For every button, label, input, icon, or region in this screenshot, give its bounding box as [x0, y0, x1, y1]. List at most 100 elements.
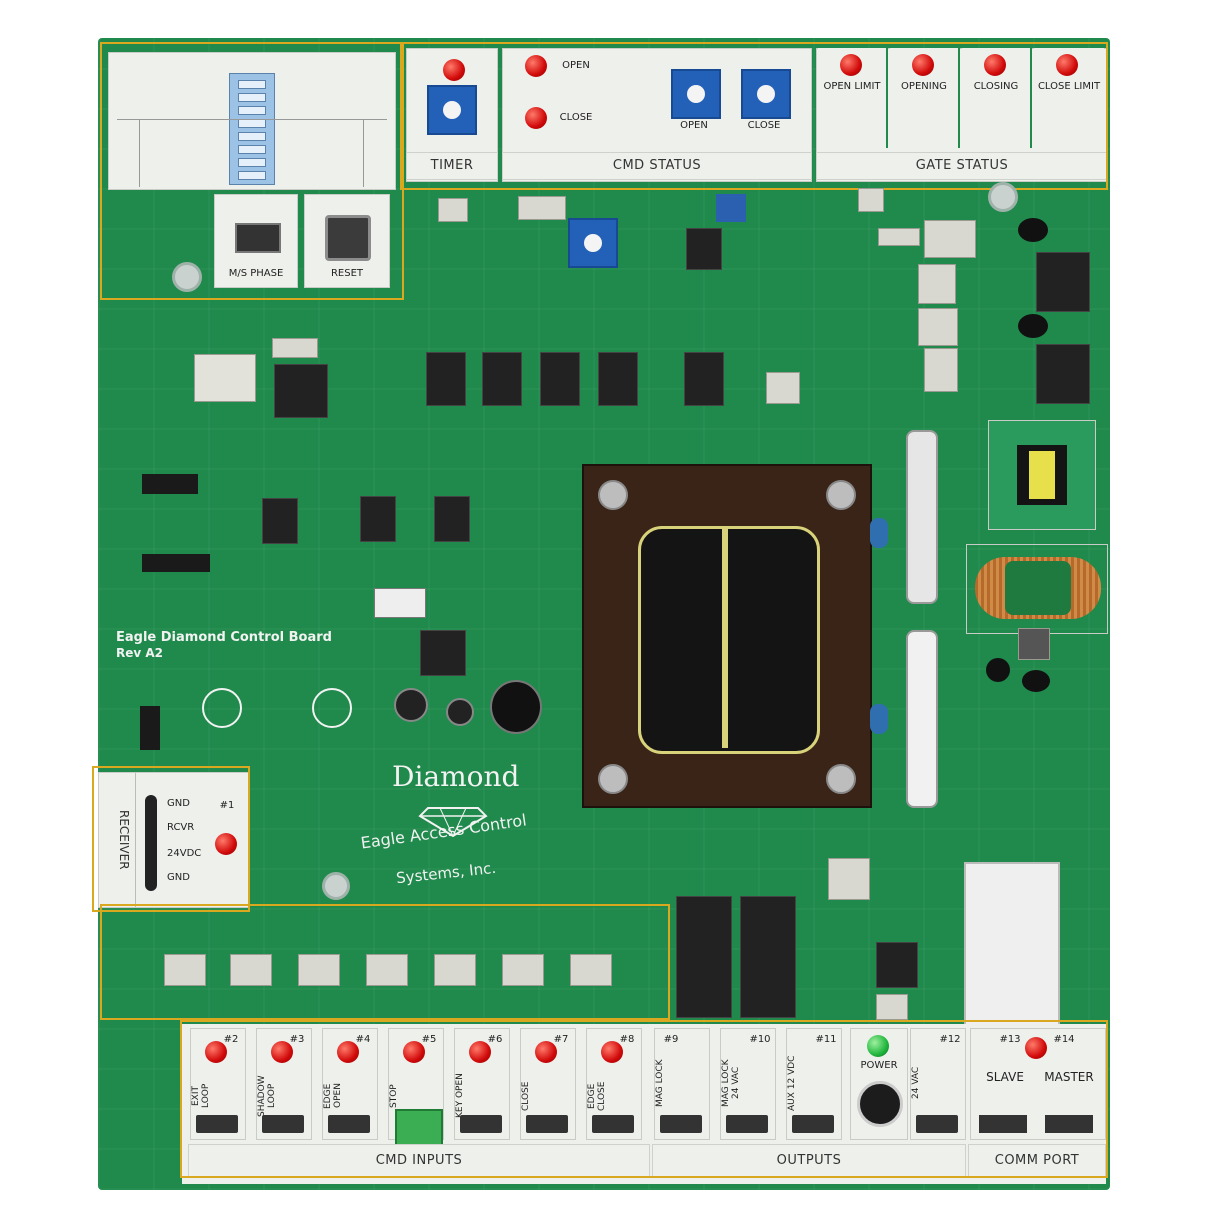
output-9-label: MAG LOCK [655, 1059, 665, 1107]
power-led-label: POWER [860, 1060, 898, 1071]
board-title: Eagle Diamond Control Board [116, 630, 332, 645]
ic-chip [422, 352, 470, 406]
eagle-logo-icon [312, 688, 352, 728]
input-terminal-4[interactable]: #4 EDGE OPEN [322, 1028, 378, 1140]
mosfet [1032, 252, 1094, 312]
input-terminal-8[interactable]: #8 EDGE CLOSE [586, 1028, 642, 1140]
gate-open-limit-label: OPEN LIMIT [823, 81, 881, 92]
power-resistor [918, 308, 958, 346]
capacitor [1022, 670, 1050, 692]
inputs-label: CMD INPUTS [188, 1144, 650, 1178]
output-10-screw[interactable] [726, 1115, 768, 1133]
power-resistor [918, 264, 956, 304]
ms-phase-switch[interactable] [235, 223, 281, 253]
eagle-logo-icon [202, 688, 242, 728]
timer-pot[interactable] [427, 85, 477, 135]
input-8-screw[interactable] [592, 1115, 634, 1133]
smd-row [1018, 628, 1050, 660]
molex-connector[interactable] [964, 862, 1060, 1030]
input-terminal-3[interactable]: #3 SHADOW LOOP [256, 1028, 312, 1140]
transformer-bolt [598, 480, 628, 510]
ic-chip [682, 228, 726, 270]
smd-row [438, 198, 468, 222]
reset-label: RESET [330, 268, 364, 279]
input-2-screw[interactable] [196, 1115, 238, 1133]
flyback-transformer [988, 420, 1096, 530]
transformer [582, 464, 872, 808]
timer-led [443, 59, 465, 81]
output-terminal-9[interactable]: #9 MAG LOCK [654, 1028, 710, 1140]
input-6-label: KEY OPEN [455, 1073, 465, 1119]
ic-chip [356, 496, 400, 542]
blue-trimmer[interactable] [716, 194, 746, 222]
input-4-led [337, 1041, 359, 1063]
input-terminal-2[interactable]: #2 EXIT LOOP [190, 1028, 246, 1140]
relay [672, 896, 736, 1018]
input-4-screw[interactable] [328, 1115, 370, 1133]
ic-chip [680, 352, 728, 406]
cmd-open-pot[interactable] [671, 69, 721, 119]
output-terminal-12[interactable]: #12 24 VAC [910, 1028, 966, 1140]
dip-switch[interactable] [229, 73, 275, 185]
cmd-close-led [525, 107, 547, 129]
relay [736, 896, 800, 1018]
mounting-hole [988, 182, 1018, 212]
header-connector[interactable] [142, 554, 210, 572]
input-2-led [205, 1041, 227, 1063]
gate-opening-label: OPENING [901, 81, 947, 92]
transformer-bolt [826, 480, 856, 510]
electrolytic-capacitor [446, 698, 474, 726]
output-11-screw[interactable] [792, 1115, 834, 1133]
reset-button[interactable] [325, 215, 371, 261]
output-9-screw[interactable] [660, 1115, 702, 1133]
smd-row [858, 188, 884, 212]
comm-slave-label: SLAVE [986, 1070, 1024, 1084]
receiver-pin-gnd2: GND [167, 872, 190, 883]
gate-closing-label: CLOSING [973, 81, 1019, 92]
transformer-coil [638, 526, 820, 754]
receiver-connector[interactable] [145, 795, 157, 891]
toroid-inductor [966, 544, 1108, 634]
ic-chip [478, 352, 526, 406]
mounting-hole [172, 262, 202, 292]
ic-chip [536, 352, 584, 406]
jumper-header[interactable] [140, 706, 160, 750]
gate-closing-led [984, 54, 1006, 76]
receiver-panel: RECEIVER GND RCVR 24VDC GND #1 [98, 772, 250, 908]
output-12-label: 24 VAC [911, 1066, 921, 1100]
output-terminal-11[interactable]: #11 AUX 12 VDC [786, 1028, 842, 1140]
gate-close-limit-label: CLOSE LIMIT [1037, 81, 1101, 92]
cmd-status-label: CMD STATUS [502, 152, 812, 180]
input-5-led [403, 1041, 425, 1063]
input-terminal-6[interactable]: #6 KEY OPEN [454, 1028, 510, 1140]
fuse[interactable] [906, 430, 938, 604]
output-terminal-10[interactable]: #10 MAG LOCK 24 VAC [720, 1028, 776, 1140]
gate-open-limit: OPEN LIMIT [818, 48, 888, 148]
gate-open-limit-led [840, 54, 862, 76]
output-12-screw[interactable] [916, 1115, 958, 1133]
smd-row [518, 196, 566, 220]
comm-master-screw[interactable] [1045, 1115, 1093, 1133]
input-6-screw[interactable] [460, 1115, 502, 1133]
input-3-label: SHADOW LOOP [257, 1075, 277, 1117]
input-7-screw[interactable] [526, 1115, 568, 1133]
adjust-pot[interactable] [568, 218, 618, 268]
receiver-pin-rcvr: RCVR [167, 822, 195, 833]
comm-slave-screw[interactable] [979, 1115, 1027, 1133]
header-connector[interactable] [142, 474, 198, 494]
comm-led [1025, 1037, 1047, 1059]
capacitor [870, 704, 888, 734]
ms-phase-switch-panel: M/S PHASE [214, 194, 298, 288]
capacitor [986, 658, 1010, 682]
cmd-close-pot[interactable] [741, 69, 791, 119]
fuse[interactable] [906, 630, 938, 808]
capacitor [1018, 314, 1048, 338]
gate-opening: OPENING [890, 48, 960, 148]
cmd-open-led-label: OPEN [562, 60, 590, 71]
green-terminal-plug[interactable] [395, 1109, 443, 1147]
input-terminal-7[interactable]: #7 CLOSE [520, 1028, 576, 1140]
power-resistor [374, 588, 426, 618]
input-3-screw[interactable] [262, 1115, 304, 1133]
dip-switch-panel [108, 52, 396, 190]
input-terminal-5[interactable]: #5 STOP [388, 1028, 444, 1147]
